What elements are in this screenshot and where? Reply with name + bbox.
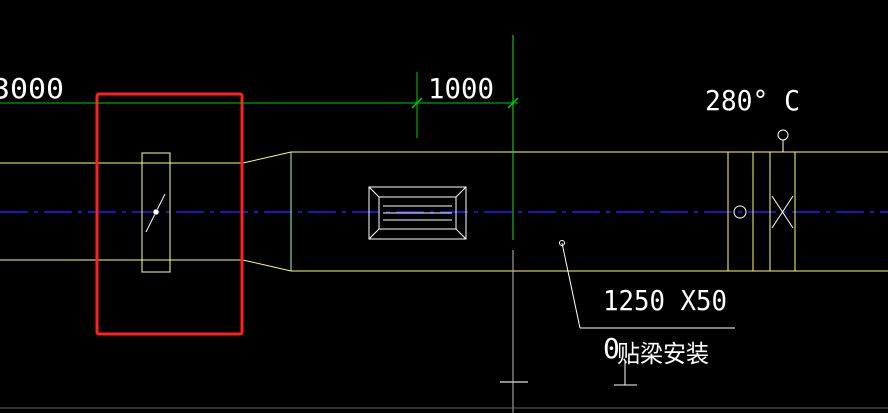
fire-damper[interactable]	[727, 129, 796, 271]
mounting-note[interactable]: 贴梁安装	[617, 340, 709, 368]
dimension-label-right[interactable]: 1000	[428, 72, 494, 105]
reducer-top-edge	[242, 151, 292, 164]
volume-damper-pivot	[152, 208, 160, 216]
selection-highlight-box[interactable]	[95, 92, 244, 336]
air-grille[interactable]	[368, 186, 467, 240]
leader-origin-dot	[559, 240, 565, 246]
volume-damper-body[interactable]	[141, 152, 171, 273]
temperature-label[interactable]: 280° C	[705, 84, 800, 117]
reducer-bottom-edge	[242, 259, 292, 272]
dimension-label-left[interactable]: 3000	[0, 72, 64, 105]
dimension-tick-left	[411, 97, 423, 109]
leader-line	[561, 242, 581, 329]
duct-size-label[interactable]: 1250 X50	[603, 284, 727, 317]
duct-size-suffix[interactable]: 0	[603, 332, 620, 365]
